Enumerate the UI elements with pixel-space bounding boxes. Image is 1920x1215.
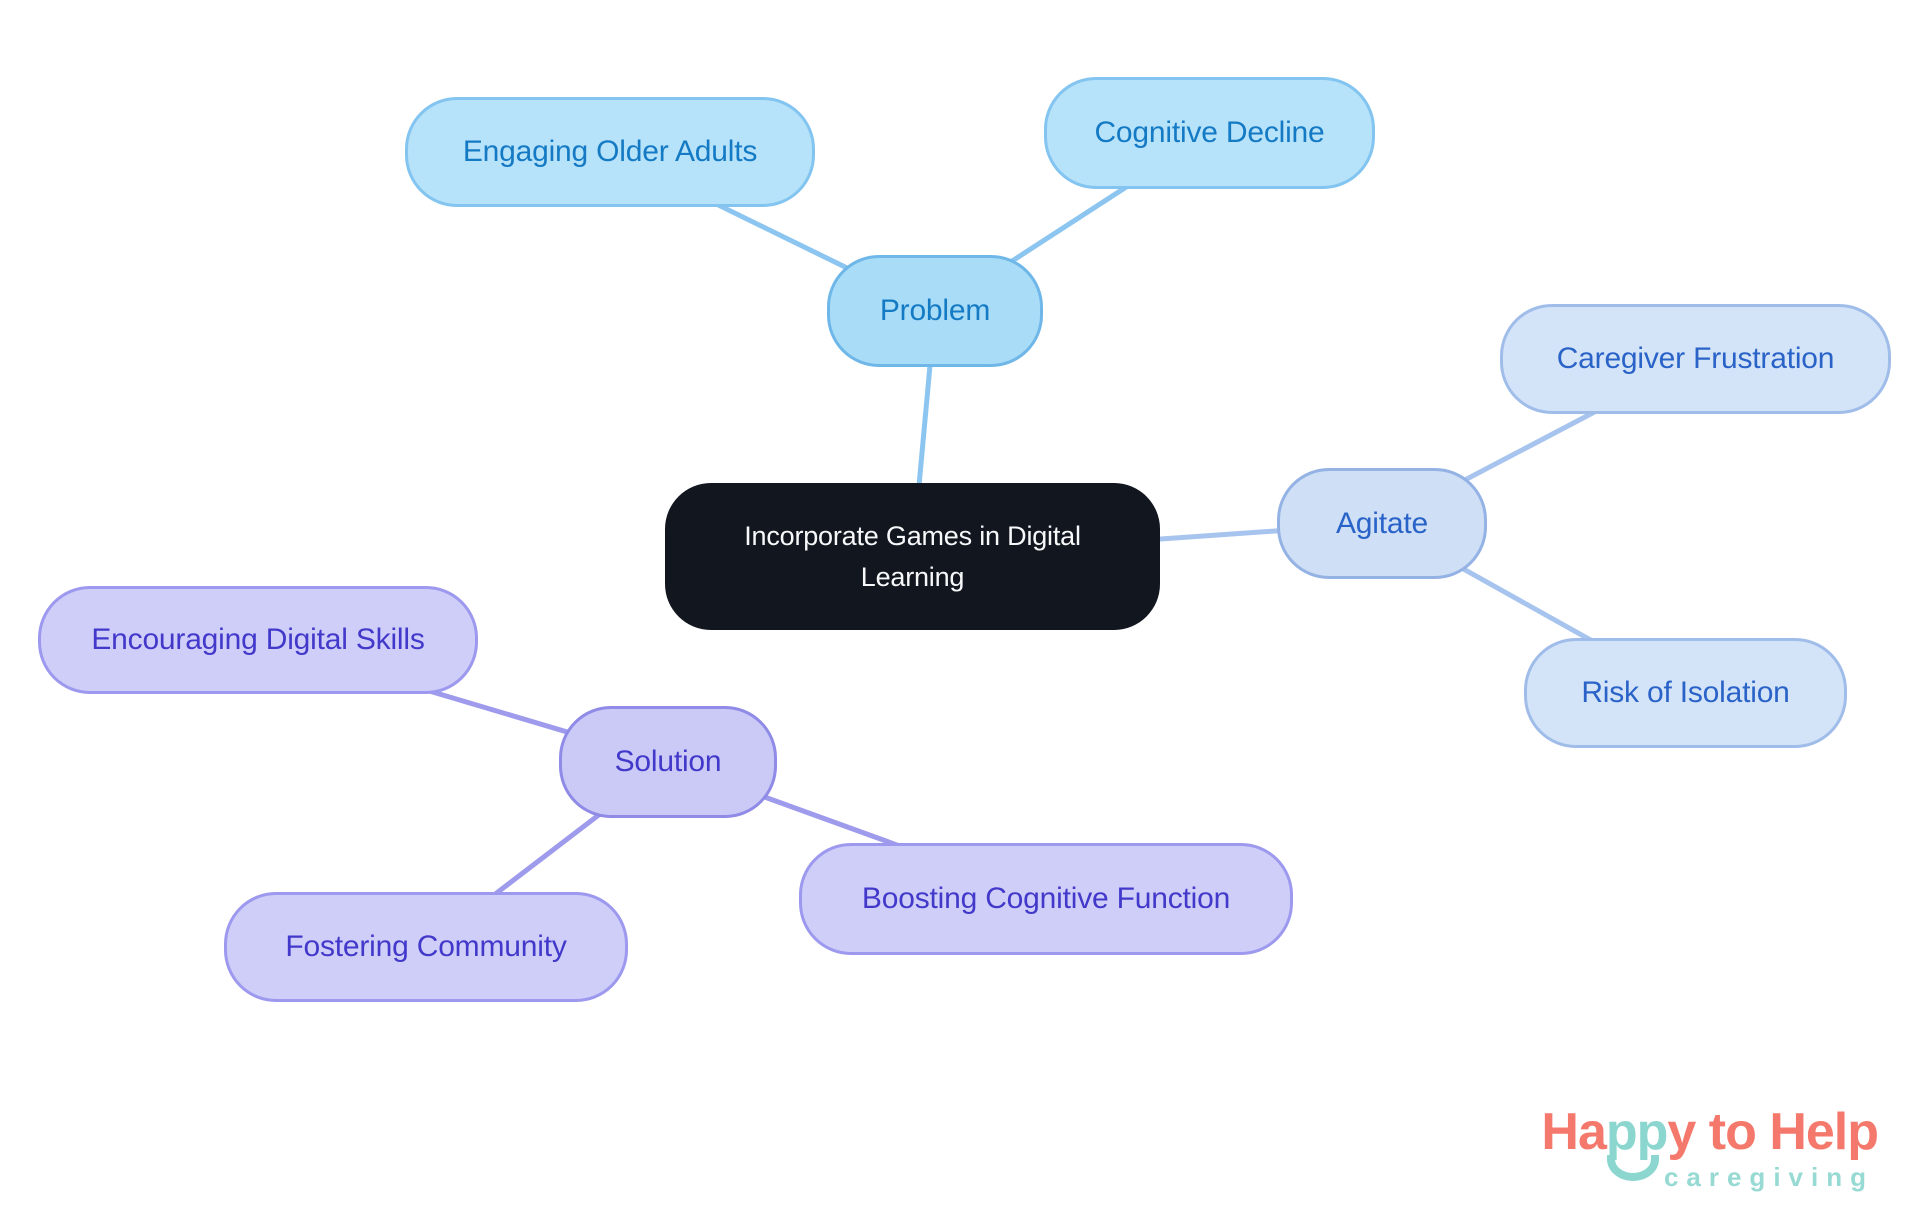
branch-node-agitate-label: Agitate xyxy=(1336,506,1428,540)
branch-node-problem[interactable]: Problem xyxy=(827,255,1043,367)
branch-node-solution[interactable]: Solution xyxy=(559,706,777,818)
brand-logo: Happy to Help caregiving xyxy=(1541,1103,1879,1193)
branch-node-solution-label: Solution xyxy=(614,745,722,778)
leaf-node-encouraging-digital-skills-label: Encouraging Digital Skills xyxy=(91,623,425,656)
leaf-node-cognitive-decline-label: Cognitive Decline xyxy=(1094,116,1325,149)
central-topic-label: Incorporate Games in Digital Learning xyxy=(744,521,1081,592)
leaf-node-fostering-community-label: Fostering Community xyxy=(285,930,567,963)
central-topic-node[interactable]: Incorporate Games in Digital Learning xyxy=(665,483,1160,630)
brand-logo-word-start: Ha xyxy=(1541,1103,1606,1162)
brand-logo-word-end: y to Help xyxy=(1667,1103,1879,1162)
leaf-node-cognitive-decline[interactable]: Cognitive Decline xyxy=(1044,77,1375,189)
leaf-node-caregiver-frustration-label: Caregiver Frustration xyxy=(1556,342,1835,375)
brand-logo-wordmark: Happy to Help xyxy=(1541,1103,1879,1182)
smile-icon xyxy=(1607,1155,1660,1182)
leaf-node-fostering-community[interactable]: Fostering Community xyxy=(224,892,628,1002)
leaf-node-engaging-older-adults-label: Engaging Older Adults xyxy=(462,135,758,168)
leaf-node-encouraging-digital-skills[interactable]: Encouraging Digital Skills xyxy=(38,586,478,694)
leaf-node-boosting-cognitive-function[interactable]: Boosting Cognitive Function xyxy=(799,843,1293,955)
branch-node-problem-label: Problem xyxy=(879,294,991,327)
leaf-node-risk-of-isolation-label: Risk of Isolation xyxy=(1581,676,1790,709)
leaf-node-engaging-older-adults[interactable]: Engaging Older Adults xyxy=(405,97,815,207)
leaf-node-caregiver-frustration[interactable]: Caregiver Frustration xyxy=(1500,304,1891,414)
branch-node-agitate[interactable]: Agitate xyxy=(1277,468,1487,579)
leaf-node-risk-of-isolation[interactable]: Risk of Isolation xyxy=(1524,638,1847,748)
brand-logo-word-pp: pp xyxy=(1605,1103,1669,1162)
leaf-node-boosting-cognitive-function-label: Boosting Cognitive Function xyxy=(861,882,1231,915)
brand-logo-subtitle: caregiving xyxy=(1663,1162,1874,1192)
